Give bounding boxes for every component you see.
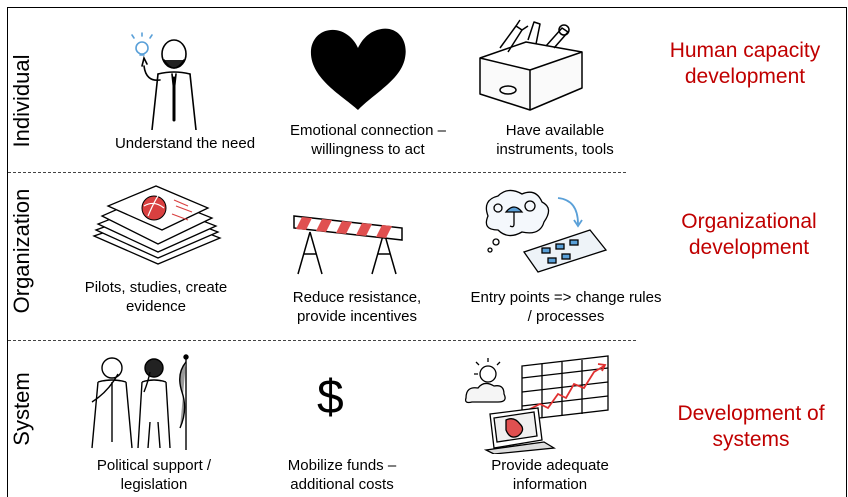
diagram-frame — [7, 7, 847, 497]
goal-organizational-development: Organizational development — [681, 210, 817, 259]
caption-reduce-resistance: Reduce resistance, provide incentives — [292, 289, 422, 325]
caption-available-instruments: Have available instruments, tools — [496, 122, 614, 158]
row-divider-1 — [8, 172, 626, 173]
caption-entry-points: Entry points => change rules / processes — [470, 289, 662, 325]
caption-provide-information: Provide adequate information — [491, 457, 609, 493]
row-label-organization: Organization — [9, 188, 34, 314]
row-label-system: System — [9, 372, 34, 446]
politicians-phone-flag-icon — [91, 354, 189, 450]
dollar-sign-icon: $ — [317, 371, 344, 424]
stack-of-reports-icon — [92, 185, 222, 265]
thought-bubble-calculator-icon — [485, 189, 608, 273]
caption-political-support: Political support / legislation — [96, 457, 212, 493]
caption-mobilize-funds: Mobilize funds – additional costs — [287, 457, 397, 493]
row-divider-2 — [8, 340, 636, 341]
row-label-individual: Individual — [9, 54, 34, 148]
goal-human-capacity-development: Human capacity development — [669, 39, 821, 88]
roadblock-barrier-icon — [293, 215, 403, 275]
heart-icon — [310, 28, 406, 110]
toolbox-icon — [479, 19, 583, 111]
goal-development-of-systems: Development of systems — [677, 402, 825, 451]
laptop-weather-chart-icon — [464, 355, 609, 454]
caption-emotional-connection: Emotional connection – willingness to ac… — [290, 122, 446, 158]
caption-understand-the-need: Understand the need — [114, 135, 256, 152]
caption-pilots-studies: Pilots, studies, create evidence — [84, 279, 228, 315]
thinking-man-lightbulb-icon — [131, 32, 197, 130]
